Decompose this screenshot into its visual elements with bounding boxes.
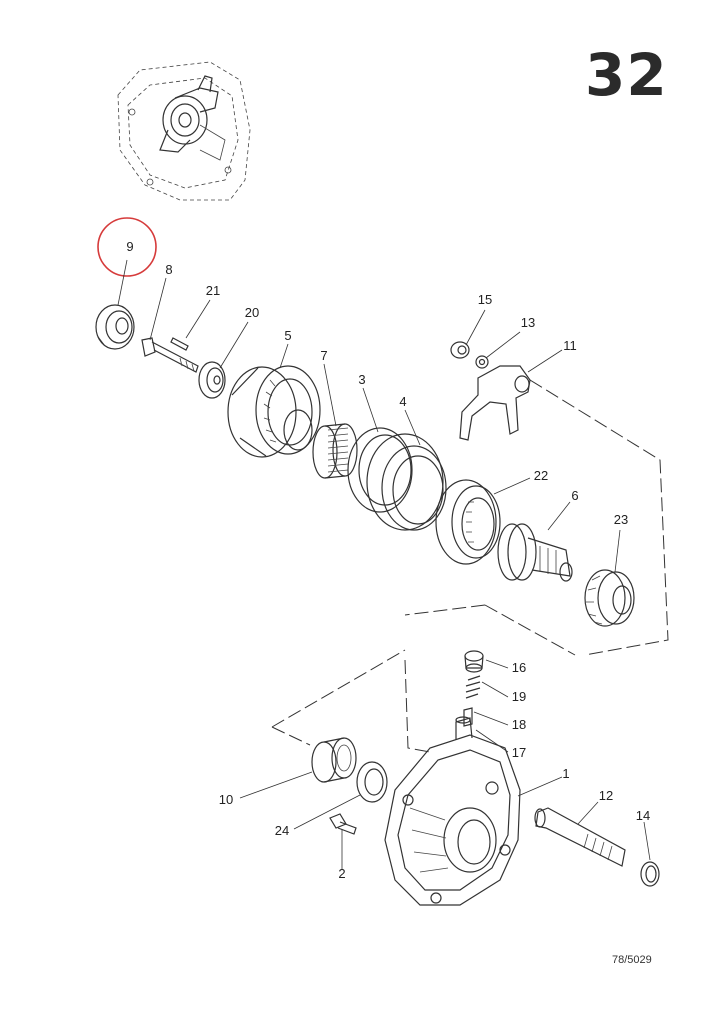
part-11-shift-fork xyxy=(459,365,531,441)
callout-20: 20 xyxy=(244,305,260,320)
callout-18: 18 xyxy=(511,717,527,732)
callout-21: 21 xyxy=(205,283,221,298)
highlight-circle xyxy=(97,217,157,277)
callout-11: 11 xyxy=(563,338,577,353)
part-5-gear-hub xyxy=(227,365,321,458)
part-6-gear-shaft xyxy=(497,523,573,582)
part-20-washer xyxy=(198,361,226,399)
callout-4: 4 xyxy=(399,394,407,409)
part-16-plug xyxy=(464,650,484,673)
leader-lines xyxy=(117,259,651,870)
part-21-pin xyxy=(170,337,189,351)
part-13-washer xyxy=(475,355,489,369)
part-24-seal xyxy=(356,761,388,803)
part-23-gear xyxy=(584,569,635,627)
callout-24: 24 xyxy=(274,823,290,838)
gearbox-thumbnail xyxy=(117,61,251,201)
callout-15: 15 xyxy=(477,292,493,307)
callout-12: 12 xyxy=(598,788,614,803)
part-3-synchro-ring xyxy=(347,427,413,513)
page-number: 32 xyxy=(585,41,668,109)
part-22-synchro-hub xyxy=(435,479,501,565)
part-14-circlip xyxy=(640,861,660,887)
callout-19: 19 xyxy=(511,689,527,704)
callout-3: 3 xyxy=(358,372,366,387)
callout-8: 8 xyxy=(165,262,173,277)
callout-6: 6 xyxy=(571,488,579,503)
part-1-housing xyxy=(384,716,521,906)
callout-1: 1 xyxy=(562,766,570,781)
callout-22: 22 xyxy=(533,468,549,483)
part-15-nut xyxy=(450,341,470,359)
callout-7: 7 xyxy=(320,348,328,363)
callout-17: 17 xyxy=(511,745,527,760)
callout-23: 23 xyxy=(613,512,629,527)
part-7-needle-bearing xyxy=(312,423,358,479)
callout-9: 9 xyxy=(126,239,134,254)
callout-10: 10 xyxy=(218,792,234,807)
assembly-guide-lines xyxy=(271,379,669,753)
part-19-spring xyxy=(465,675,481,699)
part-4-sleeve xyxy=(366,433,447,531)
part-12-shaft xyxy=(534,807,626,867)
callout-2: 2 xyxy=(338,866,346,881)
part-2-bolt xyxy=(329,813,357,835)
callout-14: 14 xyxy=(635,808,651,823)
part-10-bushing xyxy=(311,737,357,783)
drawing-reference-code: 78/5029 xyxy=(612,954,652,966)
callout-5: 5 xyxy=(284,328,292,343)
part-8-bolt xyxy=(141,337,199,373)
part-9-washer xyxy=(95,304,135,350)
callout-16: 16 xyxy=(511,660,527,675)
part-18-plunger xyxy=(463,707,473,727)
callout-13: 13 xyxy=(520,315,536,330)
